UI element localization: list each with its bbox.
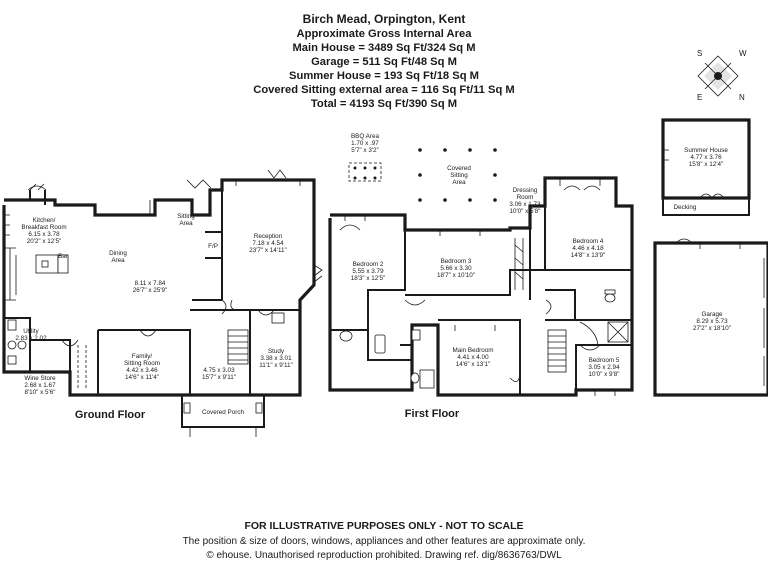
dining-label: Dining — [109, 250, 127, 257]
open-plan-dims: 8.11 x 7.84 — [135, 280, 166, 287]
compass-s: S — [697, 49, 702, 58]
disclaimer-text: The position & size of doors, windows, a… — [182, 536, 586, 547]
bbq-dims: 1.70 x .97 — [351, 140, 379, 147]
wine-store-label: Wine Store — [24, 375, 56, 382]
dressing-room-label-2: Room — [517, 194, 534, 201]
first-floor-stairs — [547, 329, 567, 373]
bbq-dims-imperial: 5'7" x 3'2" — [351, 147, 379, 154]
compass-n: N — [739, 93, 745, 102]
summer-house-label: Summer House — [684, 147, 728, 154]
covered-sitting-label-2: Sitting — [450, 172, 468, 179]
bedroom-4-dims: 4.46 x 4.18 — [572, 245, 604, 252]
bedroom-4-label: Bedroom 4 — [573, 238, 604, 245]
main-bedroom-dims: 4.41 x 4.00 — [457, 354, 489, 361]
study-dims: 3.38 x 3.01 — [260, 355, 292, 362]
dressing-room-dims-imperial: 10'0" x 5'8" — [509, 208, 540, 215]
wine-store-dims-imperial: 8'10" x 5'6" — [24, 389, 55, 396]
area-total: Total = 4193 Sq Ft/390 Sq M — [310, 98, 458, 110]
family-room-dims: 4.42 x 3.46 — [126, 367, 158, 374]
family-room-dims-imperial: 14'6" x 11'4" — [125, 374, 159, 381]
compass-w: W — [739, 49, 747, 58]
open-plan-dims-imperial: 26'7" x 25'9" — [133, 287, 168, 294]
bedroom-5-dims-imperial: 10'0" x 9'8" — [588, 371, 619, 378]
compass-icon: S W E N — [697, 49, 747, 102]
main-bedroom-dims-imperial: 14'6" x 13'1" — [456, 361, 491, 368]
area-garage: Garage = 511 Sq Ft/48 Sq M — [311, 56, 457, 68]
decking-label: Decking — [674, 204, 697, 211]
utility-dims: 2.83 x 2.02 — [15, 335, 47, 342]
family-room-label: Family/ — [132, 353, 153, 360]
garage-dims-imperial: 27'2" x 18'10" — [693, 325, 731, 332]
area-heading: Approximate Gross Internal Area — [296, 28, 472, 40]
garage-plan: Garage 8.29 x 5.73 27'2" x 18'10" — [653, 238, 768, 397]
covered-sitting-label: Covered — [447, 165, 471, 172]
bar-label: Bar — [58, 253, 68, 260]
main-bedroom-label: Main Bedroom — [453, 347, 494, 354]
summer-house-plan: Summer House 4.77 x 3.76 15'8" x 12'4" D… — [661, 118, 751, 216]
kitchen-label: Kitchen/ — [33, 217, 56, 224]
ground-floor-plan: Kitchen/ Breakfast Room 6.15 x 3.78 20'2… — [2, 169, 323, 437]
kitchen-dims-imperial: 20'2" x 12'5" — [27, 238, 62, 245]
dressing-room-dims: 3.06 x 1.73 — [509, 201, 541, 208]
porch-label: Covered Porch — [202, 409, 244, 416]
bedroom-5-label: Bedroom 5 — [589, 357, 620, 364]
reception-dims-imperial: 23'7" x 14'11" — [249, 247, 287, 254]
bedroom-4-dims-imperial: 14'8" x 13'9" — [571, 252, 606, 259]
bedroom-5-dims: 3.05 x 2.94 — [588, 364, 620, 371]
ground-stairs — [227, 329, 249, 365]
bedroom-3-label: Bedroom 3 — [441, 258, 472, 265]
area-covered-sitting: Covered Sitting external area = 116 Sq F… — [253, 84, 515, 96]
family-room-label-2: Sitting Room — [124, 360, 160, 367]
bedroom-3-dims: 5.66 x 3.30 — [440, 265, 472, 272]
reception-label: Reception — [254, 233, 283, 240]
utility-label: Utility — [23, 328, 39, 335]
bedroom-2-dims: 5.55 x 3.79 — [352, 268, 384, 275]
summer-house-dims: 4.77 x 3.76 — [690, 154, 722, 161]
ground-floor-label: Ground Floor — [75, 409, 146, 421]
bedroom-2-dims-imperial: 18'3" x 12'5" — [351, 275, 386, 282]
covered-sitting-label-3: Area — [452, 179, 466, 186]
garage-label: Garage — [701, 311, 723, 318]
study-label: Study — [268, 348, 285, 355]
area-main-house: Main House = 3489 Sq Ft/324 Sq M — [292, 42, 476, 54]
hall-dims: 4.75 x 3.03 — [203, 367, 235, 374]
wine-store-dims: 2.68 x 1.67 — [24, 382, 56, 389]
garage-dims: 8.29 x 5.73 — [696, 318, 728, 325]
compass-e: E — [697, 93, 702, 102]
disclaimer-heading: FOR ILLUSTRATIVE PURPOSES ONLY - NOT TO … — [244, 520, 524, 532]
kitchen-label-2: Breakfast Room — [21, 224, 66, 231]
sitting-label: Sitting — [177, 213, 195, 220]
copyright-text: © ehouse. Unauthorised reproduction proh… — [206, 550, 562, 561]
sitting-label-2: Area — [179, 220, 193, 227]
kitchen-dims: 6.15 x 3.78 — [28, 231, 60, 238]
bbq-label: BBQ Area — [351, 133, 379, 140]
hall-dims-imperial: 15'7" x 9'11" — [202, 374, 236, 381]
study-dims-imperial: 11'1" x 9'11" — [259, 362, 293, 369]
dressing-room-label: Dressing — [513, 187, 538, 194]
first-floor-label: First Floor — [405, 408, 460, 420]
fireplace-label: F/P — [208, 243, 218, 250]
summer-house-dims-imperial: 15'8" x 12'4" — [689, 161, 724, 168]
bedroom-3-dims-imperial: 18'7" x 10'10" — [437, 272, 475, 279]
reception-dims: 7.18 x 4.54 — [252, 240, 284, 247]
bedroom-2-label: Bedroom 2 — [353, 261, 384, 268]
title: Birch Mead, Orpington, Kent — [302, 12, 466, 26]
dining-label-2: Area — [111, 257, 125, 264]
area-summer-house: Summer House = 193 Sq Ft/18 Sq M — [289, 70, 479, 82]
first-floor-plan: BBQ Area 1.70 x .97 5'7" x 3'2" Covered … — [328, 133, 634, 420]
